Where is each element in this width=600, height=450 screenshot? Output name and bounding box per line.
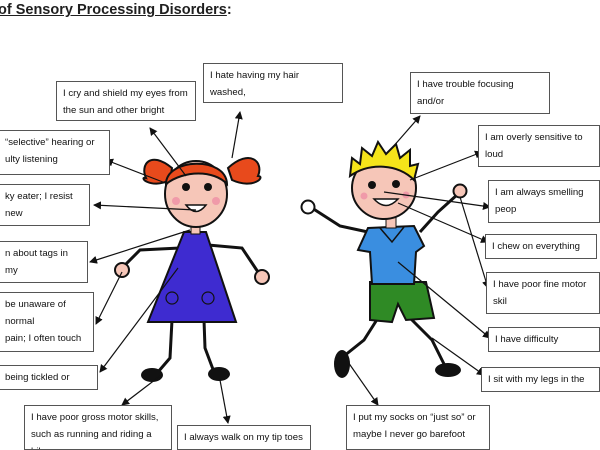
girl-eye-left [182, 183, 190, 191]
arrow-hair-washed [231, 111, 243, 159]
girl-arm-left [120, 246, 181, 270]
label-loud-sounds: I am overly sensitive to loud such as va… [478, 125, 600, 167]
girl-eye-right [204, 183, 212, 191]
arrow-gross-motor [121, 375, 161, 406]
arrow-smelling [383, 191, 491, 210]
label-picky-eater: ky eater; I resist new textures [0, 184, 90, 226]
girl-leg-left [156, 319, 174, 373]
arrow-picky-eater [93, 201, 197, 211]
boy-shorts [369, 281, 436, 324]
arrow-selective-hearing [105, 158, 169, 185]
label-selective-hearing: “selective” hearing or ulty listening [0, 130, 110, 175]
boy-hair [348, 139, 420, 182]
boy-leg-right [408, 316, 447, 367]
boy-figure [300, 139, 468, 378]
arrow-w-sitting [431, 337, 485, 376]
girl-dress-pocket-left [165, 291, 179, 305]
arrow-trouble-focusing [391, 115, 421, 149]
girl-pigtail-right [226, 157, 262, 185]
girl-shoe-left [141, 368, 163, 382]
arrow-loud-sounds [409, 150, 483, 181]
boy-cheek-left [360, 192, 368, 200]
girl-hand-left [114, 262, 130, 278]
boy-eye-right [392, 180, 400, 188]
arrow-bright-lights [149, 127, 187, 177]
girl-figure [114, 157, 270, 382]
arrow-tickled [99, 267, 179, 373]
title-colon: : [226, 2, 232, 18]
label-bright-lights: I cry and shield my eyes from the sun an… [56, 81, 196, 121]
boy-leg-left [343, 317, 380, 358]
arrow-dressing [397, 261, 491, 339]
title-text: of Sensory Processing Disorders [0, 2, 227, 18]
arrow-socks [347, 361, 379, 406]
girl-shoe-right [208, 367, 230, 381]
label-trouble-focusing: I have trouble focusing and/or concentra… [410, 72, 550, 114]
label-fine-motor: I have poor fine motor skil handwriting … [486, 272, 600, 314]
label-tip-toes: I always walk on my tip toes [177, 425, 311, 450]
arrow-fine-motor [459, 196, 490, 289]
label-pain: be unaware of normal pain; I often touch… [0, 292, 94, 352]
girl-dress-pocket-right [201, 291, 215, 305]
label-tags: n about tags in my [0, 241, 88, 283]
arrow-pain [95, 271, 123, 325]
boy-arm-left [311, 206, 369, 234]
arrow-chew [397, 202, 489, 243]
boy-arm-right [418, 192, 460, 234]
label-socks: I put my socks on “just so” or maybe I n… [346, 405, 490, 450]
girl-arm-right [207, 243, 260, 273]
page-title: of Sensory Processing Disorders: [0, 2, 232, 18]
label-tickled: being tickled or cuddled [0, 365, 98, 390]
label-hair-washed: I hate having my hair washed, brushed, o… [203, 63, 343, 103]
boy-shoe-left [334, 350, 350, 378]
label-dressing: I have difficulty dressing m [488, 327, 600, 352]
arrow-tip-toes [219, 379, 231, 424]
boy-mouth [372, 198, 400, 207]
girl-cheek-left [172, 197, 180, 205]
boy-shoe-right [435, 363, 461, 377]
boy-eye-left [368, 181, 376, 189]
girl-leg-right [202, 319, 216, 373]
label-w-sitting: I sit with my legs in the “W” [481, 367, 600, 392]
girl-head [164, 160, 228, 228]
girl-cheek-right [212, 197, 220, 205]
girl-hand-right [254, 269, 270, 285]
arrows [89, 111, 491, 424]
label-gross-motor: I have poor gross motor skills, such as … [24, 405, 172, 450]
boy-shirt-collar [379, 226, 405, 244]
label-chew: I chew on everything [485, 234, 597, 259]
boy-hand-right [452, 183, 468, 199]
arrow-tags [89, 229, 191, 264]
boy-hand-left [300, 199, 316, 215]
label-smelling: I am always smelling peop and objects [488, 180, 600, 223]
